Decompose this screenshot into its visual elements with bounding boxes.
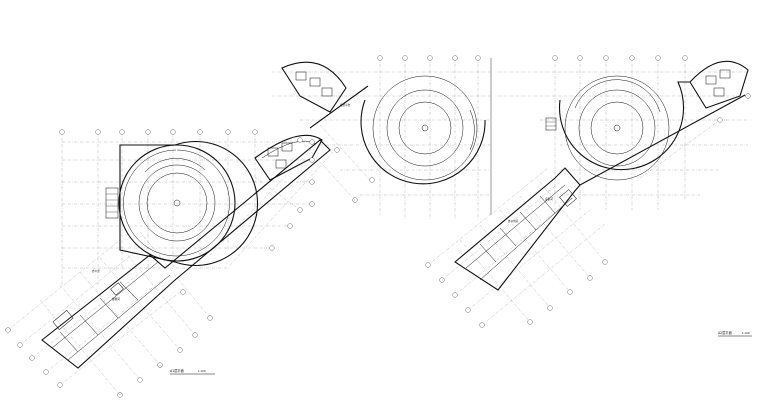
middle-note-label: 观景平台 xyxy=(340,103,351,107)
right-floor-plan: 办公用房 设备间 A2层平面 1:100 xyxy=(425,55,752,337)
left-floor-plan: 办公室 楼梯间 A1层平面 1:100 xyxy=(5,129,340,398)
left-room-label-b: 楼梯间 xyxy=(112,297,120,301)
left-grid-diagonal xyxy=(7,231,211,396)
right-grid-bubbles xyxy=(425,55,751,328)
middle-grid-bubbles xyxy=(297,55,481,203)
middle-wedge-wing xyxy=(281,61,369,129)
middle-rotunda xyxy=(360,75,486,185)
right-grid-horizontal xyxy=(498,71,748,196)
left-plan-caption: A1层平面 xyxy=(170,368,184,373)
right-grid-vertical xyxy=(554,58,686,210)
left-diagonal-wing xyxy=(41,139,331,369)
left-room-label-a: 办公室 xyxy=(92,269,100,273)
left-plan-scale: 1:100 xyxy=(198,369,206,373)
right-rotunda xyxy=(545,75,690,181)
middle-floor-plan: 观景平台 xyxy=(272,55,492,220)
right-plan-scale: 1:100 xyxy=(742,331,750,335)
left-grid-bubbles xyxy=(5,129,340,398)
right-room-label-a: 办公用房 xyxy=(508,219,519,223)
left-rotunda xyxy=(118,140,259,267)
right-plan-caption: A2层平面 xyxy=(718,330,732,335)
right-diagonal-wing xyxy=(454,94,746,291)
right-wedge-wing xyxy=(689,60,749,109)
right-room-label-b: 设备间 xyxy=(545,197,553,201)
right-grid-diagonal xyxy=(427,119,721,326)
left-stair xyxy=(105,187,119,219)
middle-grid xyxy=(272,58,490,220)
